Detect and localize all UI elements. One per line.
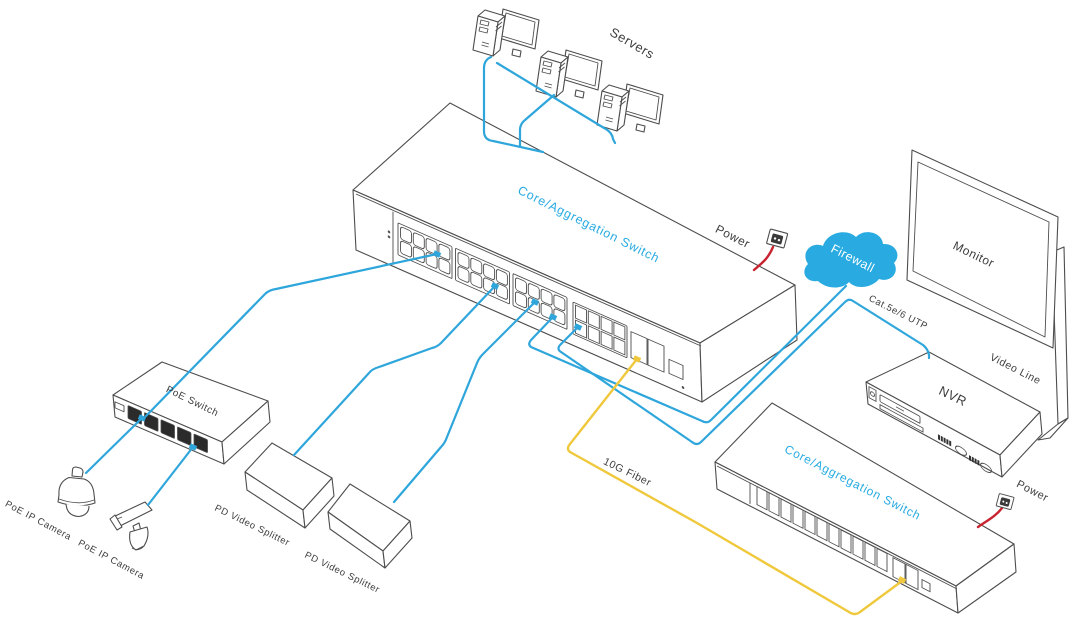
cable-plugs — [137, 250, 907, 584]
cable-power-top — [752, 245, 775, 272]
cable-server1-server3 — [495, 61, 617, 145]
cable-servers-trunk — [482, 55, 545, 154]
server-3 — [596, 83, 664, 133]
core-switch-bottom-ports — [749, 482, 931, 593]
sfp-ports — [892, 556, 919, 591]
cable-server2-drop — [518, 93, 556, 148]
label-power-bottom: Power — [1014, 478, 1050, 504]
cable-switch-nvr-utp — [557, 298, 931, 446]
cable-switch-splitter2 — [392, 300, 537, 504]
cable-switch-splitter1 — [292, 284, 497, 457]
label-cat5e-utp: Cat.5e/6 UTP — [867, 293, 930, 332]
bullet-camera — [109, 501, 153, 551]
label-video-line: Video Line — [988, 351, 1043, 387]
cable-switch-poe — [144, 252, 439, 418]
core-switch-top-ports — [387, 211, 685, 389]
label-poe-camera-1: PoE IP Camera — [3, 499, 73, 543]
nvr-front-panel — [868, 385, 992, 474]
server-1 — [472, 8, 540, 58]
nvr — [865, 351, 1043, 478]
cable-poe-bullet-camera — [146, 445, 195, 507]
core-switch-top — [352, 102, 798, 403]
monitor-stand — [1037, 246, 1069, 441]
poe-switch-ports — [114, 401, 208, 453]
dome-camera — [57, 466, 96, 518]
core-switch-bottom — [714, 402, 1017, 614]
server-2 — [535, 49, 603, 99]
power-outlet-icon-top — [766, 228, 789, 249]
pd-video-splitter-1 — [244, 442, 335, 529]
firewall-cloud — [804, 232, 898, 288]
cable-power-bottom — [976, 506, 1004, 529]
power-outlet-icon-bottom — [995, 493, 1015, 511]
pd-video-splitter-2 — [327, 483, 413, 569]
cable-poe-dome-camera — [84, 416, 144, 475]
cable-10g-fiber — [566, 357, 904, 616]
monitor — [906, 149, 1059, 349]
label-servers: Servers — [607, 24, 657, 61]
